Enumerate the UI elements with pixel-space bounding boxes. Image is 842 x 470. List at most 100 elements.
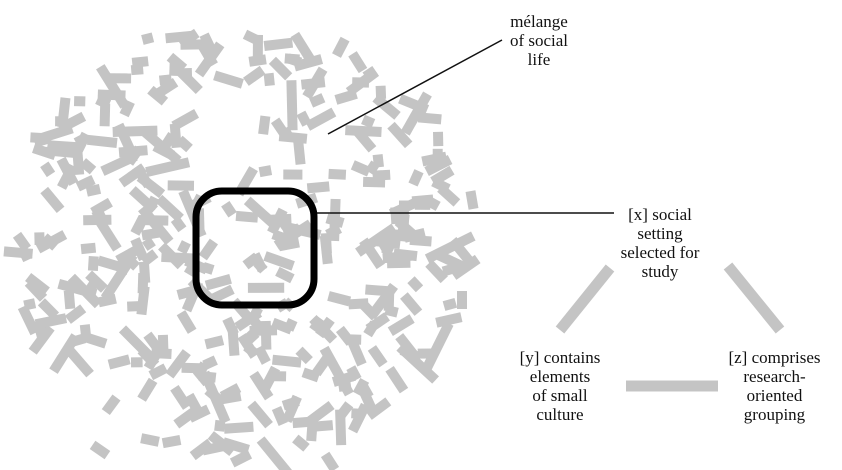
social-fragment-dash <box>204 335 225 350</box>
research-grouping-label-line: research- <box>743 367 806 386</box>
social-fragment-dash <box>375 85 387 100</box>
social-fragment-dash <box>128 186 158 214</box>
social-fragment-dash <box>148 363 169 381</box>
social-fragment-dash <box>296 110 312 127</box>
social-fragment-dash <box>407 276 424 293</box>
social-fragment-dash <box>271 406 288 426</box>
social-fragment-dash <box>281 396 300 411</box>
melange-label-line: mélange <box>510 12 568 31</box>
melange-pointer-line <box>327 39 503 135</box>
social-fragment-dash <box>263 251 295 271</box>
social-fragment-dash <box>277 237 300 252</box>
social-fragment-dash <box>417 112 442 125</box>
melange-label-line: life <box>527 50 551 69</box>
social-fragment-dash <box>213 70 244 89</box>
social-fragment-dash <box>147 85 169 106</box>
social-fragment-dash <box>124 145 144 166</box>
social-fragment-dash <box>176 310 197 334</box>
social-fragment-dash <box>362 176 386 188</box>
social-fragment-dash <box>421 151 448 167</box>
social-fragment-dash <box>247 400 273 429</box>
social-fragment-dash <box>310 420 334 432</box>
social-fragment-dash <box>386 257 411 269</box>
social-fragment-dash <box>350 160 371 177</box>
social-fragment-dash <box>295 346 313 365</box>
social-fragment-dash <box>192 366 212 387</box>
research-grouping-label-line: [z] comprises <box>728 348 821 367</box>
social-fragment-dash <box>187 404 211 423</box>
social-fragment-dash <box>64 304 87 324</box>
social-fragment-dash <box>155 194 184 223</box>
social-fragment-dash <box>161 434 182 449</box>
social-fragment-dash <box>161 251 197 264</box>
social-fragment-dash <box>325 213 345 228</box>
social-fragment-dash <box>292 416 313 429</box>
social-fragment-dash <box>426 197 441 211</box>
social-fragment-dash <box>247 305 263 324</box>
social-fragment-dash <box>71 333 87 347</box>
social-fragment-dash <box>40 161 56 178</box>
social-fragment-dash <box>424 155 453 177</box>
social-fragment-dash <box>199 32 218 56</box>
social-fragment-dash <box>302 66 328 100</box>
social-setting-label-line: study <box>641 262 679 281</box>
social-fragment-dash <box>237 333 259 359</box>
triangle-edge-x-z <box>723 262 785 334</box>
social-fragment-dash <box>141 32 155 45</box>
social-fragment-dash <box>359 237 385 270</box>
social-fragment-dash <box>37 298 60 320</box>
social-fragment-dash <box>80 242 97 255</box>
social-fragment-dash <box>367 282 399 320</box>
social-fragment-dash <box>448 237 473 264</box>
social-fragment-dash <box>137 346 160 369</box>
social-fragment-dash <box>271 354 302 368</box>
social-fragment-dash <box>57 111 87 134</box>
small-culture-label-line: culture <box>536 405 584 424</box>
social-fragment-dash <box>422 321 454 371</box>
social-fragment-dash <box>57 163 78 190</box>
social-fragment-dash <box>165 349 191 379</box>
social-fragment-dash <box>292 434 310 452</box>
social-fragment-dash <box>290 31 318 68</box>
social-fragment-dash <box>320 451 340 470</box>
social-fragment-dash <box>47 140 77 153</box>
social-fragment-dash <box>32 319 48 341</box>
social-fragment-dash <box>223 421 254 434</box>
social-fragment-dash <box>279 126 294 141</box>
social-fragment-dash <box>387 314 415 336</box>
social-fragment-dash <box>399 345 423 363</box>
social-fragment-dash <box>112 125 158 137</box>
selected-setting-frame <box>192 187 318 309</box>
social-fragment-dash <box>85 184 102 197</box>
social-life-fragments <box>3 28 481 470</box>
social-fragment-dash <box>99 103 111 127</box>
social-fragment-dash <box>49 333 80 374</box>
social-fragment-dash <box>204 273 232 291</box>
social-fragment-dash <box>363 320 379 338</box>
social-fragment-dash <box>375 236 401 250</box>
social-fragment-dash <box>258 165 273 178</box>
social-fragment-dash <box>65 346 94 378</box>
small-culture-label-line: elements <box>529 367 591 386</box>
research-grouping-label: [z] comprises research- oriented groupin… <box>712 348 837 424</box>
social-fragment-dash <box>352 378 370 397</box>
social-fragment-dash <box>107 354 131 370</box>
research-grouping-label-line: oriented <box>746 386 803 405</box>
social-fragment-dash <box>263 37 294 51</box>
social-fragment-dash <box>83 214 112 226</box>
social-fragment-dash <box>309 316 326 334</box>
social-fragment-dash <box>249 325 278 336</box>
social-fragment-dash <box>263 72 275 87</box>
social-fragment-dash <box>335 325 355 346</box>
social-fragment-dash <box>275 266 295 284</box>
social-fragment-dash <box>242 252 261 270</box>
social-fragment-dash <box>243 65 266 86</box>
social-fragment-dash <box>301 367 321 383</box>
social-fragment-dash <box>409 234 432 247</box>
social-fragment-dash <box>351 408 365 419</box>
social-fragment-dash <box>372 169 391 181</box>
social-fragment-dash <box>398 93 430 115</box>
social-fragment-dash <box>198 238 219 261</box>
social-fragment-dash <box>40 186 65 213</box>
